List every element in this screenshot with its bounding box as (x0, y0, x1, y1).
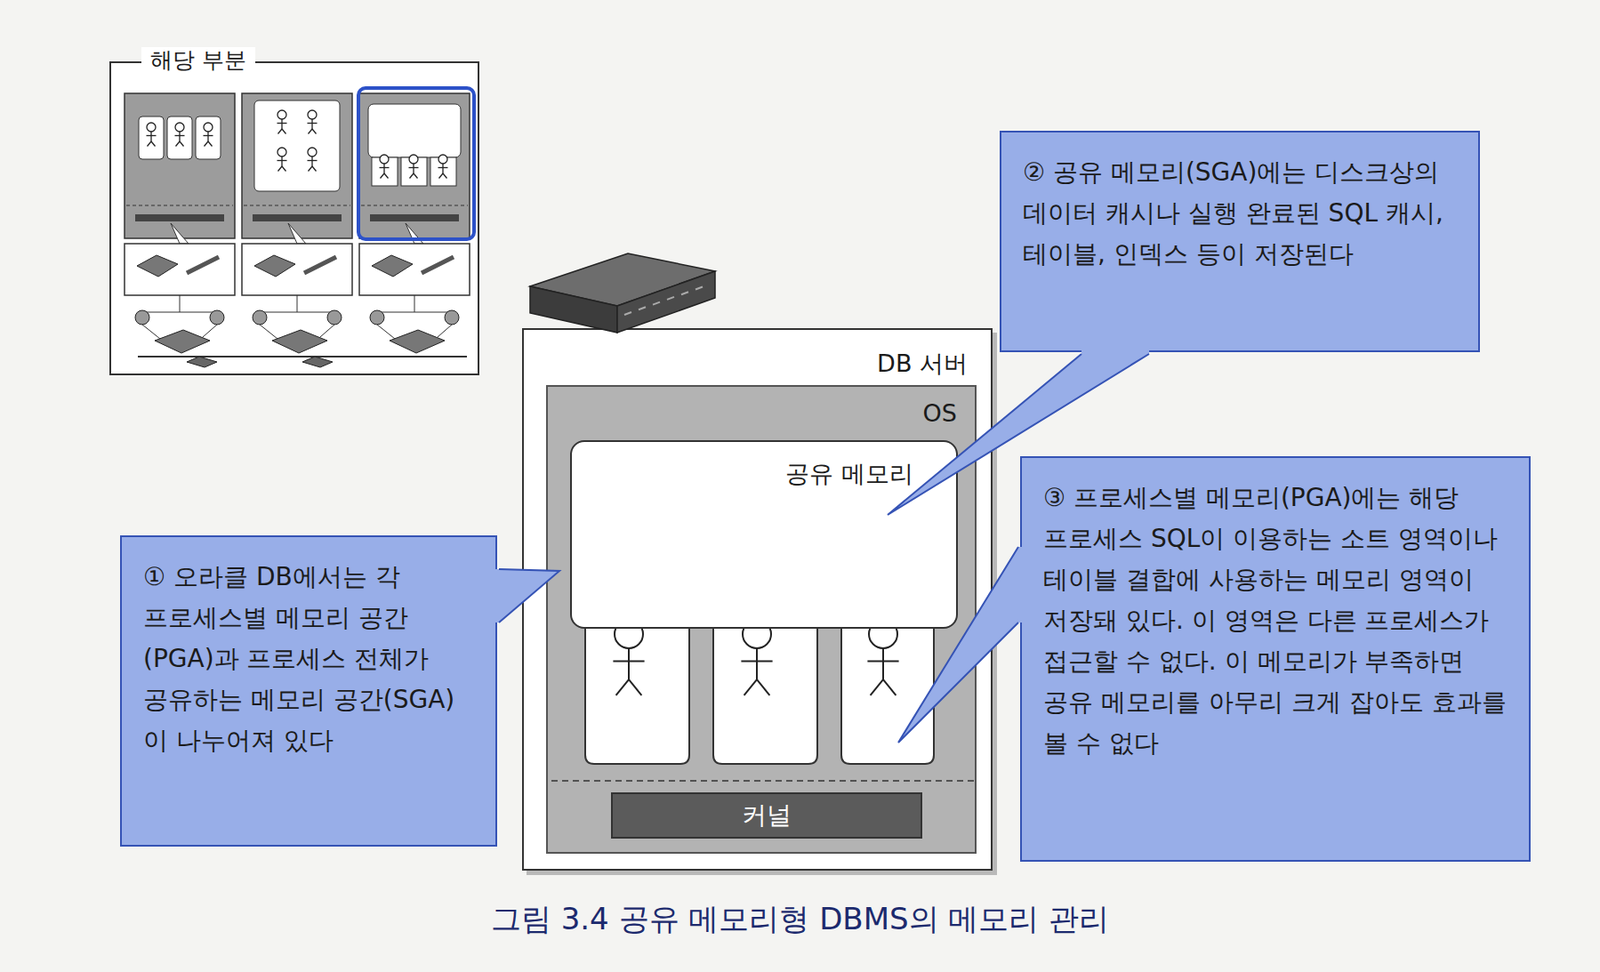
process-memory-box (585, 627, 690, 764)
shared-memory-box: 공유 메모리 (570, 440, 958, 629)
node-label: 공유 메모리 (785, 459, 914, 489)
os-box: OS 공유 메모리커널 (546, 385, 977, 854)
process-figure (146, 122, 157, 147)
server-panel (124, 93, 235, 354)
process-figure (612, 619, 644, 696)
figure-caption: 그림 3.4 공유 메모리형 DBMS의 메모리 관리 (490, 900, 1110, 938)
process-figure (277, 110, 288, 135)
process-memory-box (713, 627, 818, 764)
node-label: ③ 프로세스별 메모리(PGA)에는 해당 프로세스 SQL이 이용하는 소트 … (1043, 477, 1508, 764)
server-box: DB 서버 OS 공유 메모리커널 (522, 328, 993, 871)
network-wire (137, 355, 467, 358)
callout-pointer (494, 569, 560, 623)
switch-icon (302, 356, 333, 368)
callout-box: ③ 프로세스별 메모리(PGA)에는 해당 프로세스 SQL이 이용하는 소트 … (1020, 456, 1531, 862)
server-panel (241, 93, 353, 354)
node-label: DB 서버 (876, 349, 968, 378)
node-label: OS (923, 399, 957, 428)
system-thumbnail (111, 63, 482, 378)
callout-pointer-outline (898, 546, 1019, 743)
process-figure (438, 154, 449, 179)
callout-pointer-outline (498, 569, 560, 623)
process-figure (307, 147, 318, 172)
caption-wrap: 그림 3.4 공유 메모리형 DBMS의 메모리 관리 (0, 900, 1600, 938)
callout-box: ② 공유 메모리(SGA)에는 디스크상의 데이터 캐시나 실행 완료된 SQL… (999, 130, 1480, 353)
process-figure (175, 122, 185, 147)
callout-pointer (887, 349, 1150, 515)
process-figure (867, 619, 899, 696)
node-label: 커널 (741, 801, 792, 830)
node-label: ② 공유 메모리(SGA)에는 디스크상의 데이터 캐시나 실행 완료된 SQL… (1022, 152, 1457, 275)
server-icon (523, 329, 533, 339)
process-figure (409, 154, 419, 179)
callout-box: ① 오라클 DB에서는 각 프로세스별 메모리 공간(PGA)과 프로세스 전체… (120, 535, 498, 847)
highlight-frame (358, 88, 475, 240)
callout-pointer-outline (887, 353, 1150, 515)
process-figure (203, 122, 214, 147)
switch-icon (186, 356, 218, 368)
process-figure (307, 110, 318, 135)
inset-frame: 해당 부분 (109, 61, 480, 376)
process-memory-box (841, 627, 934, 764)
node-label: ① 오라클 DB에서는 각 프로세스별 메모리 공간(PGA)과 프로세스 전체… (143, 556, 475, 762)
user-kernel-divider (551, 779, 975, 782)
process-figure (277, 147, 288, 172)
process-figure (740, 619, 772, 696)
callout-pointer (898, 546, 1023, 743)
process-figure (379, 154, 390, 179)
server-panel (359, 93, 470, 354)
kernel-bar: 커널 (611, 792, 923, 839)
node-label: 해당 부분 (141, 47, 256, 74)
